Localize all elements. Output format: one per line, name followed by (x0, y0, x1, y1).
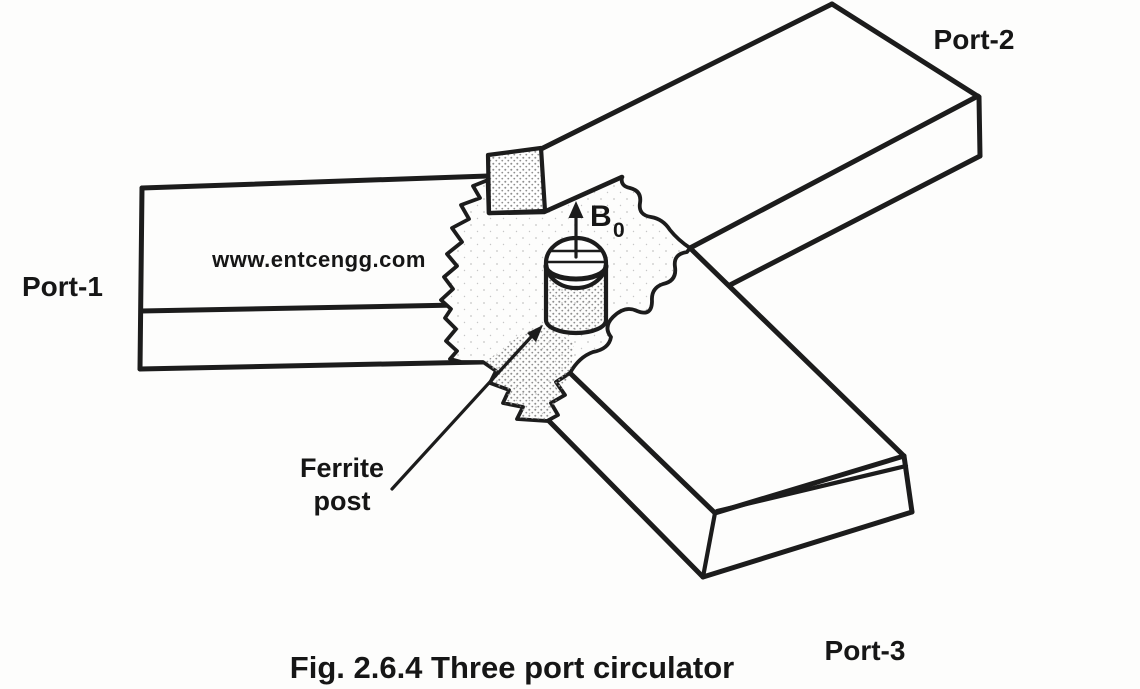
corner-wall-fragment-shading (488, 148, 545, 213)
port2-back-top-edge (538, 1, 835, 152)
ferrite-post-body-outline (543, 261, 609, 336)
port2-front-bottom-edge (727, 153, 983, 288)
b0-field-arrow (568, 201, 584, 259)
ferrite-post-label-line1: Ferrite (300, 453, 384, 483)
port1-left-end-edge (137, 185, 145, 372)
corner-wall-fragment (485, 145, 548, 216)
port3-back-top-edge (687, 245, 907, 459)
port2-end-top-edge (829, 1, 982, 100)
b0-subscript: 0 (613, 219, 625, 242)
port3-opening-inner-edge (714, 463, 909, 514)
figure-caption: Fig. 2.6.4 Three port circulator (290, 650, 734, 685)
b0-arrow-head-icon (568, 201, 584, 218)
corner-wall-fragment-outline (485, 145, 548, 216)
port3-end-bottom-edge (700, 509, 915, 580)
port1-waveguide (137, 173, 491, 372)
port3-front-top-edge (567, 370, 718, 516)
port3-end-left-edge (700, 510, 718, 580)
port2-waveguide (538, 1, 983, 288)
port1-bottom-edge (137, 359, 486, 372)
port2-front-top-edge (687, 93, 981, 251)
port2-end-right-edge (976, 94, 983, 159)
port1-front-top-edge (138, 302, 461, 314)
ferrite-post-label-line2: post (314, 486, 371, 516)
ferrite-pointer-arrow (390, 325, 543, 491)
port3-front-bottom-edge (545, 417, 706, 580)
ferrite-pointer-head-icon (527, 325, 543, 342)
ferrite-post-cylinder (543, 235, 609, 336)
port3-waveguide (545, 245, 915, 580)
torn-cutaway-outline (439, 175, 692, 423)
watermark-text: www.entcengg.com (211, 247, 426, 272)
b0-label: B (590, 200, 612, 233)
port3-label: Port-3 (825, 635, 906, 666)
port1-label: Port-1 (22, 271, 103, 302)
ferrite-pointer-shaft (390, 335, 533, 491)
port1-top-edge (139, 173, 491, 191)
port2-label: Port-2 (934, 24, 1015, 55)
shaded-floor-fragment (484, 323, 574, 420)
